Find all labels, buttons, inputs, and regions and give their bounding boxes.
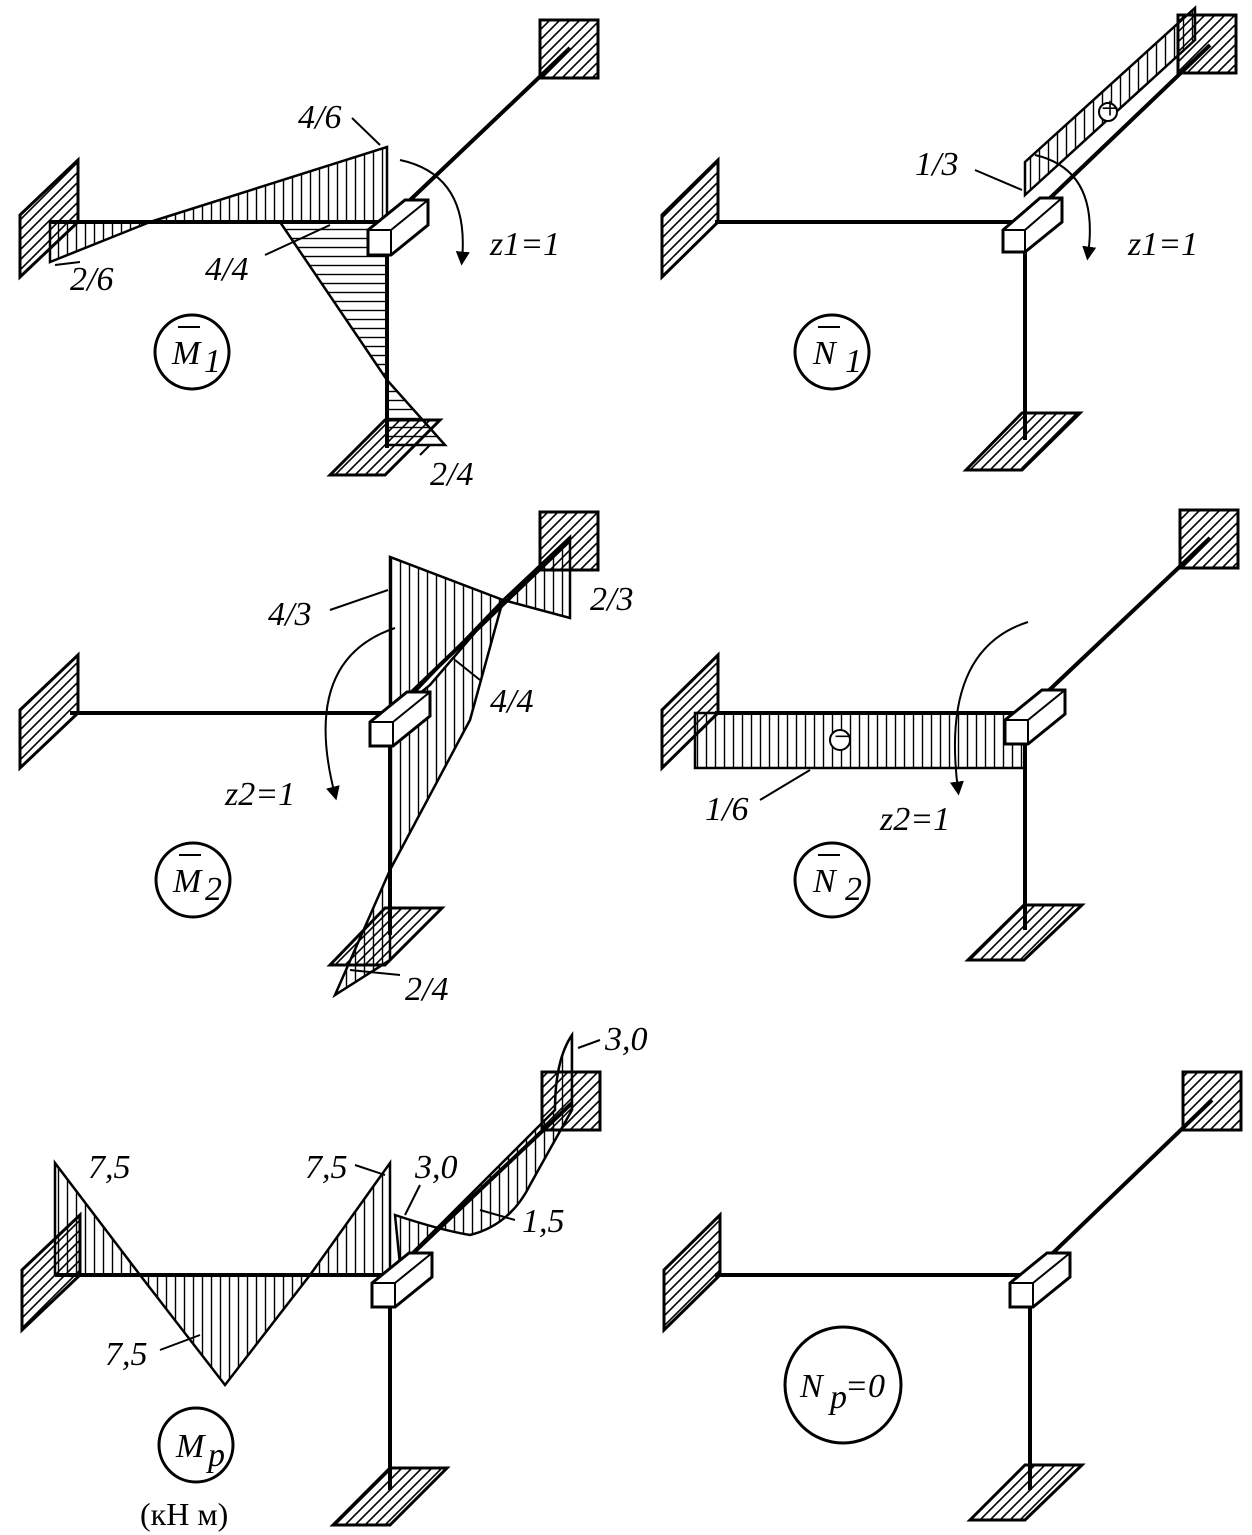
label-mp-right: 7,5 xyxy=(305,1149,348,1186)
ground-support xyxy=(966,1463,1086,1522)
mp-beam-middle-negative xyxy=(137,1273,313,1388)
rigid-node xyxy=(1008,1251,1072,1309)
units-label: (кН м) xyxy=(140,1496,228,1532)
label-m1-top: 4/6 xyxy=(298,99,341,136)
panel-n2: − 1/6 z2=1 N 2 xyxy=(660,508,1240,962)
label-m1-mid: 4/4 xyxy=(205,251,248,288)
label-n2-moment: z2=1 xyxy=(879,801,950,838)
label-mp-left: 7,5 xyxy=(88,1149,131,1186)
ground-support xyxy=(964,903,1086,962)
rigid-node xyxy=(368,690,432,748)
panel-m1: 4/6 2/6 4/4 2/4 z1=1 M 1 xyxy=(18,18,600,493)
unit-rotation-arrow xyxy=(949,621,1029,796)
label-mp-bottom: 7,5 xyxy=(105,1336,148,1373)
unit-rotation-arrow xyxy=(1034,154,1097,261)
rigid-node xyxy=(1003,688,1067,746)
rigid-node xyxy=(370,1251,434,1309)
label-mp-far: 3,0 xyxy=(604,1021,648,1058)
label-n2-value: 1/6 xyxy=(705,791,748,828)
badge-letter: M xyxy=(171,335,202,372)
badge-subscript: 2 xyxy=(845,871,862,908)
diagram-badge-circle xyxy=(157,1406,235,1484)
badge-letter: N xyxy=(799,1368,825,1405)
label-m1-left: 2/6 xyxy=(70,261,113,298)
label-n1-moment: z1=1 xyxy=(1127,226,1198,263)
m1-beam-diagram-top xyxy=(149,145,389,224)
badge-subscript: p xyxy=(206,1437,225,1474)
badge-subscript: p xyxy=(828,1379,847,1416)
sign-plus xyxy=(1098,102,1118,122)
ground-support xyxy=(329,1466,451,1527)
rigid-node xyxy=(366,198,430,257)
panel-n1: + 1/3 z1=1 N 1 xyxy=(660,5,1238,472)
n1-axial-band xyxy=(1023,5,1197,198)
badge-subscript: 1 xyxy=(204,343,221,380)
sign-minus-text: − xyxy=(834,718,852,754)
ground-support xyxy=(962,411,1084,472)
left-wall-support xyxy=(660,156,720,281)
unit-rotation-arrow xyxy=(399,159,470,266)
m1-beam-diagram-bottom xyxy=(48,220,151,264)
label-m1-bottom: 2/4 xyxy=(430,456,473,493)
unit-rotation-arrow xyxy=(324,627,396,801)
left-wall-support xyxy=(662,1211,722,1334)
badge-rest: =0 xyxy=(845,1368,885,1405)
label-m2-top: 4/3 xyxy=(268,596,311,633)
frame-diagonal-member xyxy=(385,46,572,224)
label-mp-node: 3,0 xyxy=(414,1149,458,1186)
n2-axial-band xyxy=(693,711,1027,770)
label-m2-right: 2/3 xyxy=(590,581,633,618)
label-mp-span: 1,5 xyxy=(522,1203,565,1240)
panel-mp: 7,5 7,5 7,5 3,0 3,0 1,5 M p (кН м) xyxy=(20,1021,648,1532)
label-m2-bottom: 2/4 xyxy=(405,971,448,1008)
label-m2-moment: z2=1 xyxy=(224,776,295,813)
diagram-badge-circle xyxy=(153,313,231,391)
m2-column-diagram-lower xyxy=(332,869,392,999)
diagram-badge-circle xyxy=(783,1325,903,1445)
badge-letter: M xyxy=(175,1428,206,1465)
label-m2-mid: 4/4 xyxy=(490,683,533,720)
panel-m2: 4/3 2/3 4/4 2/4 z2=1 M 2 xyxy=(18,510,633,1008)
badge-letter: M xyxy=(172,863,203,900)
badge-subscript: 2 xyxy=(205,871,222,908)
badge-letter: N xyxy=(812,863,838,900)
label-n1-value: 1/3 xyxy=(915,146,958,183)
diagram-badge-circle xyxy=(793,313,871,391)
sign-plus-text: + xyxy=(1101,90,1119,126)
panel-np: N p =0 xyxy=(662,1070,1243,1522)
diagram-badge-circle xyxy=(793,841,871,919)
badge-subscript: 1 xyxy=(845,343,862,380)
m1-column-diagram-lower xyxy=(385,376,448,447)
left-wall-support xyxy=(18,651,80,772)
mp-diagonal-diagram xyxy=(393,1030,574,1268)
badge-letter: N xyxy=(812,335,838,372)
sign-minus xyxy=(829,729,851,751)
label-m1-moment: z1=1 xyxy=(489,226,560,263)
diagram-badge-circle xyxy=(154,841,232,919)
